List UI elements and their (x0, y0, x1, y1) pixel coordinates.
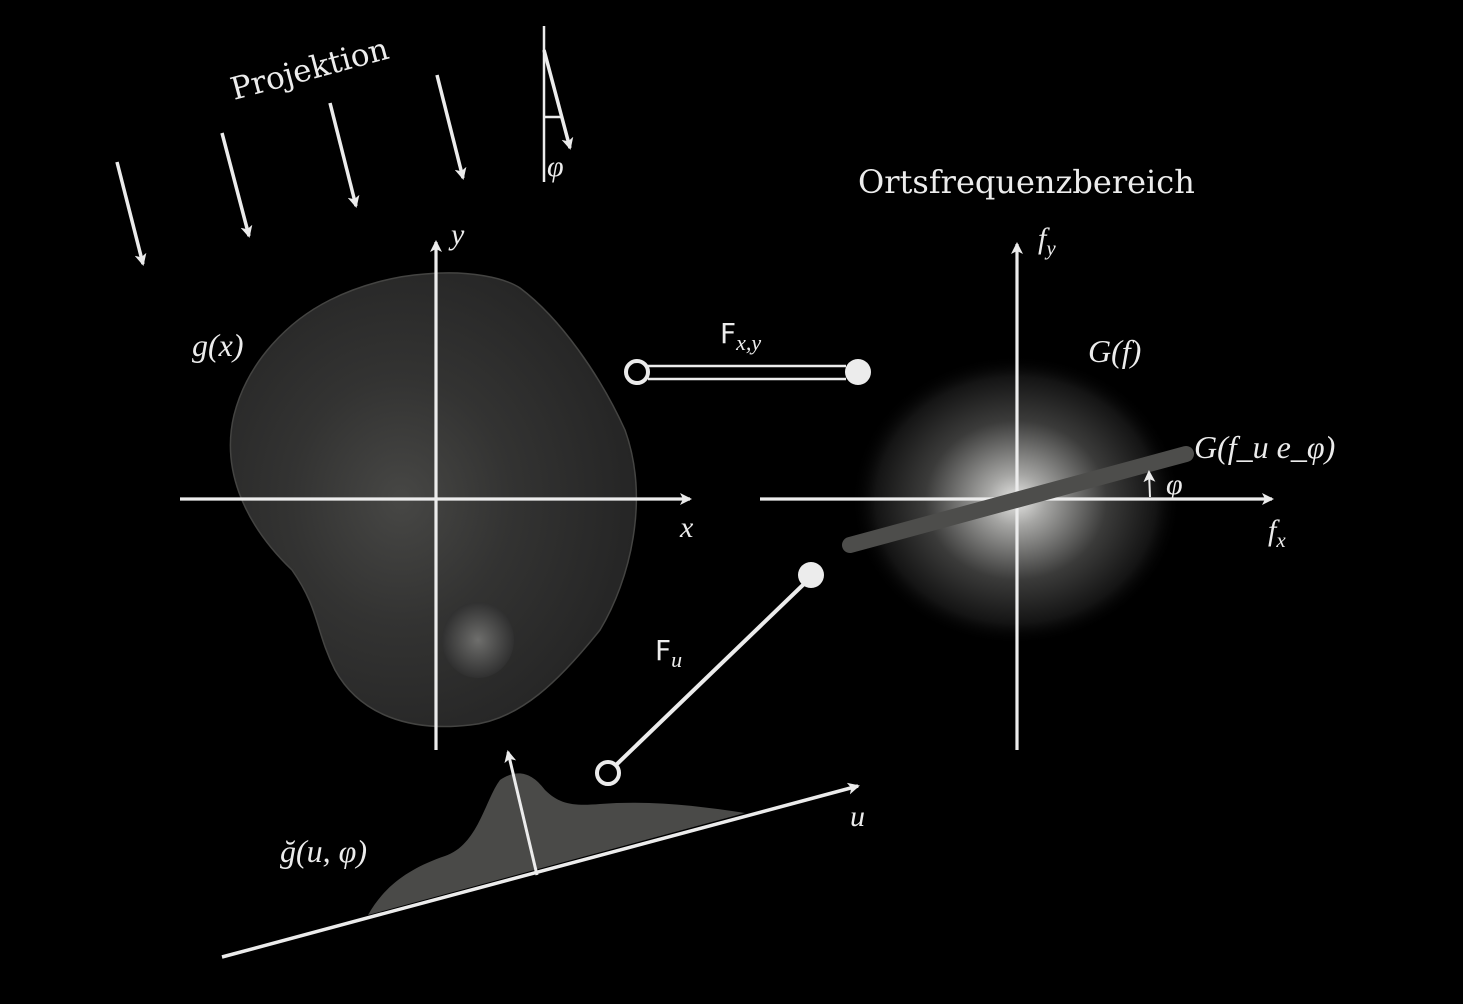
projection-function-label: ğ(u, φ) (280, 833, 367, 869)
u-axis (221, 782, 860, 959)
slice-angle-phi: φ (1166, 468, 1183, 501)
projection-label: Projektion (227, 31, 393, 108)
spectrum-label: G(f) (1088, 333, 1141, 369)
fx-axis-label: fx (1268, 514, 1286, 552)
slice-angle-arrow (1143, 470, 1156, 498)
object-inner-spot (442, 602, 514, 678)
x-axis-label: x (679, 511, 694, 544)
projection-arrow-1 (115, 161, 147, 266)
frequency-domain-title: Ortsfrequenzbereich (858, 163, 1195, 201)
fourier-2d-open-circle (624, 359, 650, 385)
projection-normal-arrow (504, 750, 539, 876)
projection-arrow-2 (220, 132, 253, 238)
y-axis-label: y (448, 218, 465, 251)
projection-arrow-3 (328, 102, 360, 208)
spectrum-slice-line (842, 446, 1194, 553)
projection-arrow-4 (435, 74, 467, 180)
projection-arrows (115, 74, 467, 266)
fourier-1d-correspondence (595, 562, 824, 786)
fourier-2d-filled-circle (845, 359, 871, 385)
projection-profile (368, 773, 745, 915)
fourier-1d-open-circle (595, 760, 621, 786)
spatial-axes (180, 240, 692, 750)
projection-angle-indicator (542, 26, 574, 182)
u-axis-label: u (850, 800, 865, 833)
fourier-2d-label: Fx,y (720, 317, 761, 355)
fourier-1d-filled-circle (798, 562, 824, 588)
object-function-label: g(x) (192, 327, 244, 363)
spectrum-slice-label: G(f_u e_φ) (1194, 429, 1335, 465)
projection-angle-phi: φ (547, 150, 564, 183)
fourier-1d-label: Fu (655, 634, 682, 672)
fourier-2d-correspondence (624, 359, 871, 385)
fy-axis-label: fy (1038, 222, 1056, 260)
